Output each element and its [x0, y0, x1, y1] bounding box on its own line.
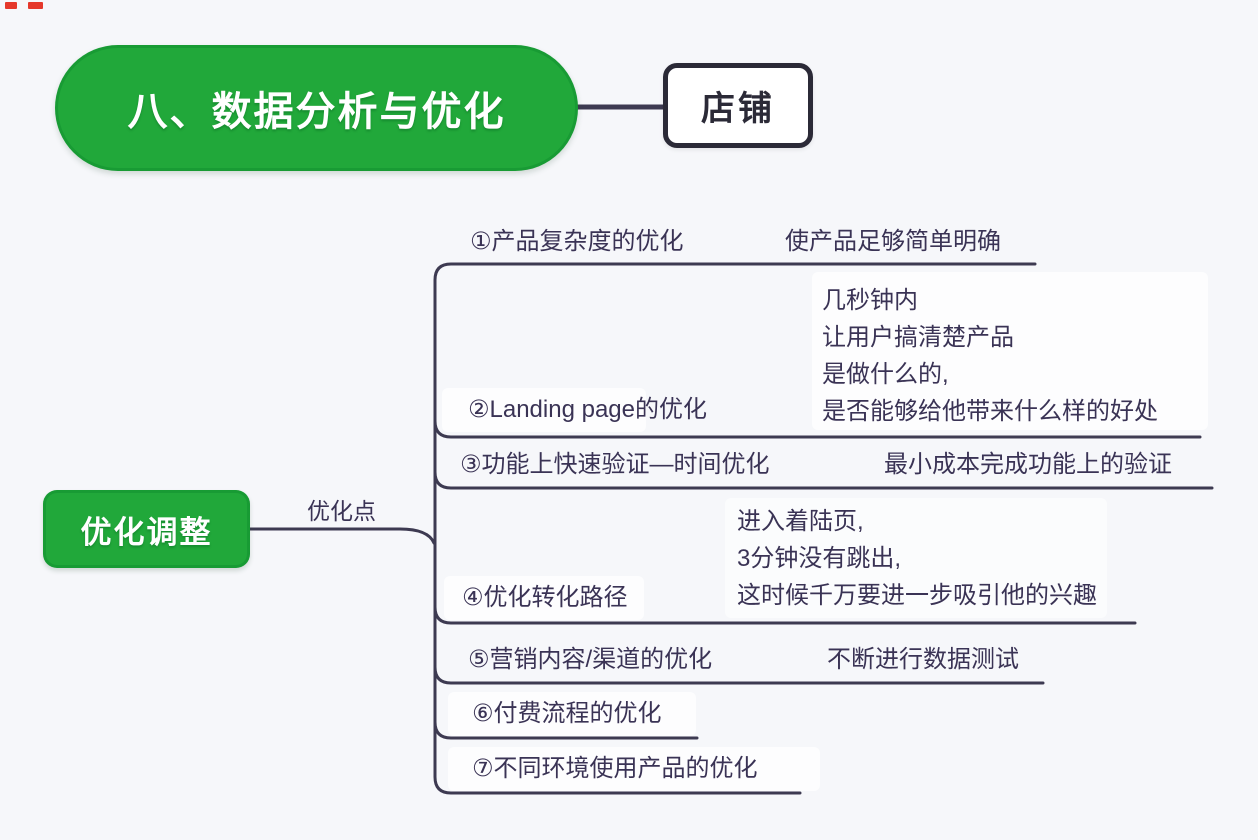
red-artifact-mark-icon [5, 2, 17, 9]
item-5-label[interactable]: ⑤营销内容/渠道的优化 [468, 646, 713, 673]
parent-connector-line [248, 527, 436, 545]
item-1-label[interactable]: ①产品复杂度的优化 [470, 228, 684, 255]
shop-node[interactable]: 店铺 [663, 63, 813, 148]
note-line: 3分钟没有跳出, [737, 545, 902, 572]
item-7-label[interactable]: ⑦不同环境使用产品的优化 [448, 747, 820, 791]
note-line: 进入着陆页, [737, 508, 864, 535]
note-line: 是做什么的, [822, 361, 949, 388]
item-2-note[interactable]: 几秒钟内 让用户搞清楚产品 是做什么的, 是否能够给他带来什么样的好处 [822, 282, 1158, 430]
item-6-label[interactable]: ⑥付费流程的优化 [448, 692, 696, 736]
item-3-label[interactable]: ③功能上快速验证—时间优化 [460, 451, 770, 478]
optimization-adjust-label: 优化调整 [80, 514, 213, 550]
item-4-note[interactable]: 进入着陆页, 3分钟没有跳出, 这时候千万要进一步吸引他的兴趣 [737, 503, 1097, 614]
optimization-adjust-node[interactable]: 优化调整 [43, 490, 250, 568]
red-artifact-mark-icon [28, 2, 43, 9]
item-3-note[interactable]: 最小成本完成功能上的验证 [884, 451, 1172, 478]
note-line: 让用户搞清楚产品 [822, 324, 1014, 351]
note-line: 几秒钟内 [822, 287, 918, 314]
item4-note-panel [725, 498, 1107, 618]
note-line: 这时候千万要进一步吸引他的兴趣 [737, 582, 1097, 609]
item-2-label[interactable]: ②Landing page的优化 [442, 388, 707, 432]
note-line: 是否能够给他带来什么样的好处 [822, 398, 1158, 425]
root-node[interactable]: 八、数据分析与优化 [55, 45, 578, 171]
branch-label: 优化点 [307, 498, 376, 524]
item-4-label[interactable]: ④优化转化路径 [444, 576, 644, 620]
root-node-label: 八、数据分析与优化 [127, 90, 506, 134]
item2-note-panel [812, 272, 1208, 430]
item-1-note[interactable]: 使产品足够简单明确 [785, 228, 1001, 255]
item-5-note[interactable]: 不断进行数据测试 [827, 646, 1019, 673]
shop-node-label: 店铺 [701, 90, 775, 128]
